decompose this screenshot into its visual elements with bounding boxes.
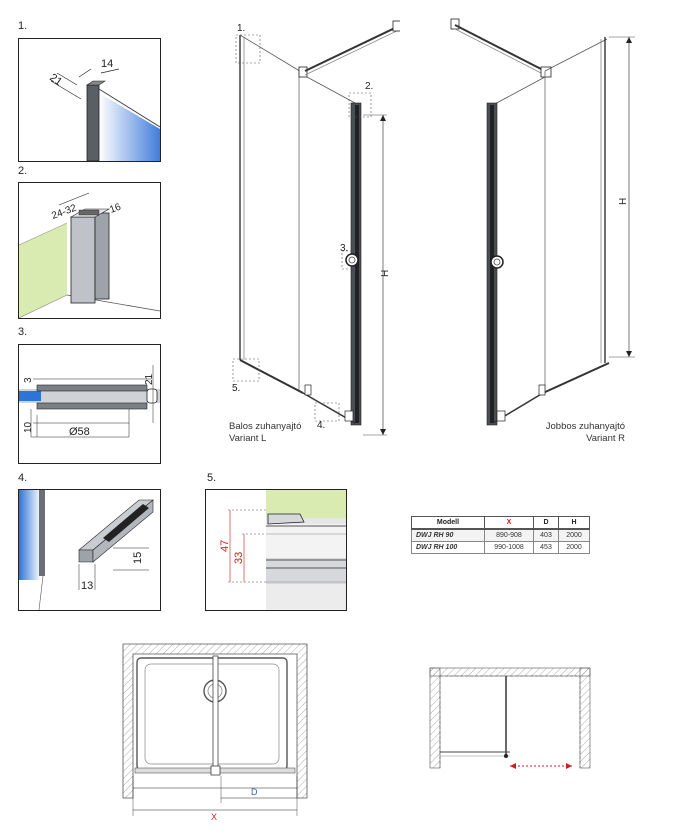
detail-5-drawing: 47 33 — [219, 490, 346, 610]
dim-5-a: 47 — [219, 540, 231, 552]
dim-3-b: 21 — [144, 373, 155, 385]
dim-h-left: H — [380, 270, 391, 277]
cell-h: 2000 — [558, 541, 590, 554]
variant-right-title: Jobbos zuhanyajtó — [545, 421, 625, 432]
dim-1-b: 14 — [101, 58, 113, 70]
callout-3: 3. — [340, 243, 348, 254]
cell-d: 403 — [533, 528, 559, 542]
detail-label-5: 5. — [207, 472, 217, 484]
col-d: D — [533, 516, 559, 530]
detail-label-2: 2. — [18, 165, 28, 177]
detail-2-drawing: 24-32 16 — [19, 192, 160, 318]
detail-1-profile-top: 21 14 — [18, 38, 161, 162]
variant-left-drawing: H 1. 2. 3. 4. 5. — [232, 20, 400, 436]
cell-h: 2000 — [558, 528, 590, 542]
spec-table-header: Modell X D H — [411, 516, 590, 530]
dim-2-b: 16 — [108, 202, 123, 216]
variant-right-caption: Jobbos zuhanyajtó Variant R — [520, 421, 625, 445]
detail-label-1: 1. — [18, 20, 28, 32]
cell-x: 990-1008 — [484, 541, 534, 554]
callout-5: 5. — [232, 383, 240, 394]
dim-h-right: H — [618, 198, 629, 205]
variant-left-subtitle: Variant L — [229, 433, 267, 444]
table-row: DWJ RH 90 890-908 403 2000 — [411, 528, 590, 542]
cell-x: 890-908 — [484, 528, 534, 542]
elevation-view-drawing — [429, 667, 591, 769]
variant-right-drawing: H — [450, 18, 635, 426]
plan-view-drawing: D X — [122, 643, 308, 822]
detail-label-3: 3. — [18, 326, 28, 338]
col-x: X — [484, 516, 534, 530]
detail-4-floor-guide: 15 13 — [18, 489, 161, 611]
dim-3-a: 3 — [23, 377, 34, 383]
variant-left-title: Balos zuhanyajtó — [229, 421, 302, 432]
dim-4-a: 15 — [132, 552, 144, 564]
callout-1: 1. — [237, 23, 245, 34]
detail-3-knob: 3 21 10 Ø58 — [18, 344, 161, 464]
dim-3-d: Ø58 — [69, 426, 90, 438]
callout-2: 2. — [365, 81, 373, 92]
detail-2-wall-profile: 24-32 16 — [18, 182, 161, 319]
cell-model: DWJ RH 100 — [411, 541, 485, 554]
table-row: DWJ RH 100 990-1008 453 2000 — [411, 541, 590, 554]
cell-d: 453 — [533, 541, 559, 554]
detail-1-drawing: 21 14 — [47, 58, 160, 161]
col-h: H — [558, 516, 590, 530]
detail-4-drawing: 15 13 — [19, 490, 154, 610]
col-model: Modell — [411, 516, 485, 530]
variant-left-caption: Balos zuhanyajtó Variant L — [229, 421, 301, 445]
detail-5-bottom-profile: 47 33 — [205, 489, 347, 611]
dim-5-b: 33 — [233, 552, 245, 564]
cell-model: DWJ RH 90 — [411, 528, 485, 542]
dim-1-a: 21 — [47, 72, 64, 89]
dim-4-b: 13 — [81, 580, 93, 592]
dim-plan-d: D — [251, 787, 258, 797]
callout-4: 4. — [317, 420, 325, 431]
variant-right-subtitle: Variant R — [586, 433, 625, 444]
dim-plan-x: X — [211, 812, 217, 822]
detail-3-drawing: 3 21 10 Ø58 — [19, 365, 160, 438]
spec-table: Modell X D H DWJ RH 90 890-908 403 2000 … — [411, 516, 590, 554]
detail-label-4: 4. — [18, 472, 28, 484]
dim-3-c: 10 — [23, 421, 34, 433]
